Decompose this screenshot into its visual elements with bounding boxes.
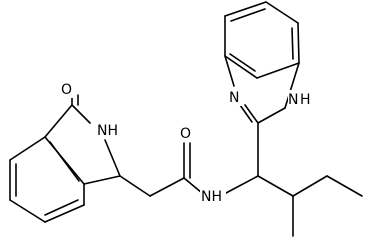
imidazole-n-label: N <box>229 90 239 106</box>
imidazole-nh-label: N <box>288 92 298 108</box>
imidazole-h-label: H <box>300 92 311 108</box>
amide-group <box>149 142 203 197</box>
isoindolinone <box>9 94 151 223</box>
imidazole-ring <box>224 55 300 124</box>
atom-labels: O NH O NH N H N <box>60 80 314 205</box>
benzimidazole-benzene-ring <box>224 1 300 79</box>
nh-amide-label: NH <box>201 189 222 205</box>
nh-lactam-label: NH <box>97 123 118 139</box>
side-chain <box>225 122 363 237</box>
oxygen-amide-label: O <box>180 126 191 142</box>
oxygen-lactam-label: O <box>61 82 72 98</box>
